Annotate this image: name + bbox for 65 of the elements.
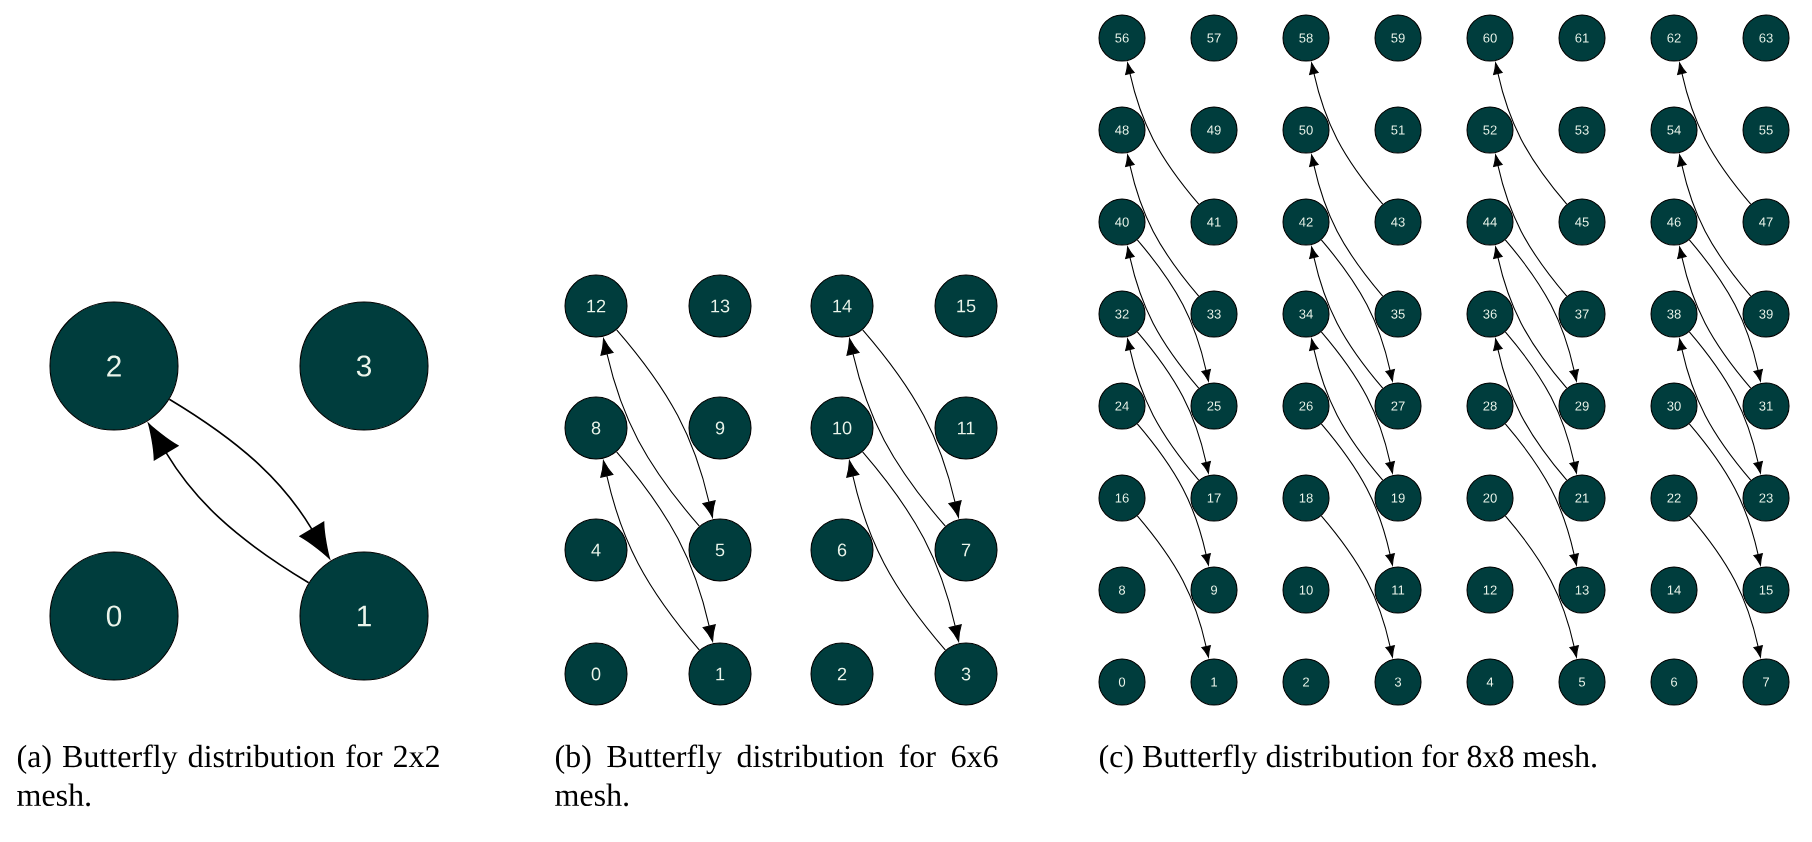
mesh-node: 13 [688,274,752,338]
arrow [1125,154,1200,297]
arrow [1504,423,1579,566]
arrow [1677,154,1752,297]
arrow [1493,62,1568,205]
arrow [1493,246,1568,389]
arrow [1125,62,1200,205]
arrow [1309,246,1384,389]
mesh-node: 8 [564,396,628,460]
arrow [862,451,962,642]
arrow [1504,239,1579,382]
arrow [1136,331,1211,474]
arrow [1504,515,1579,658]
mesh-node: 15 [934,274,998,338]
arrow [600,460,700,651]
arrow [1309,338,1384,481]
mesh-node: 0 [564,642,628,706]
mesh-node: 1 [299,551,429,681]
arrow [1125,246,1200,389]
figure-caption: (a) Butterfly distribution for 2x2 mesh. [17,744,439,807]
mesh-node: 3 [934,642,998,706]
mesh-node: 10 [810,396,874,460]
mesh-node: 0 [49,551,179,681]
arrow [1320,239,1395,382]
mesh-node: 3 [299,301,429,431]
arrow [148,423,310,584]
arrow [1677,246,1752,389]
mesh-node: 2 [49,301,179,431]
mesh-node: 2 [810,642,874,706]
arrow [1688,331,1763,474]
arrow [1309,62,1384,205]
mesh-node: 12 [564,274,628,338]
arrow [846,460,946,651]
arrow [616,451,716,642]
arrow [168,398,330,559]
arrow [1136,239,1211,382]
arrow [600,338,700,527]
mesh-node: 9 [688,396,752,460]
mesh-node: 7 [934,518,998,582]
mesh-node: 5 [688,518,752,582]
arrow [1309,154,1384,297]
arrow [846,338,946,527]
arrow [1320,515,1395,658]
arrow [1677,62,1752,205]
arrow [1136,515,1211,658]
arrow [1493,154,1568,297]
arrow [862,329,962,518]
arrow [1320,423,1395,566]
arrow [1504,331,1579,474]
arrow [1125,338,1200,481]
arrow [1688,239,1763,382]
mesh-node: 1 [688,642,752,706]
arrow [1320,331,1395,474]
mesh-node: 14 [810,274,874,338]
figure-caption: (c) Butterfly distribution for 8x8 mesh. [1099,744,1596,774]
arrow [1688,423,1763,566]
mesh-node: 4 [564,518,628,582]
arrow [1677,338,1752,481]
arrow [1136,423,1211,566]
arrow [616,329,716,518]
arrow [1688,515,1763,658]
mesh-node: 6 [810,518,874,582]
arrow [1493,338,1568,481]
figure-caption: (b) Butterfly distribution for 6x6 mesh. [555,744,998,807]
mesh-node: 11 [934,396,998,460]
